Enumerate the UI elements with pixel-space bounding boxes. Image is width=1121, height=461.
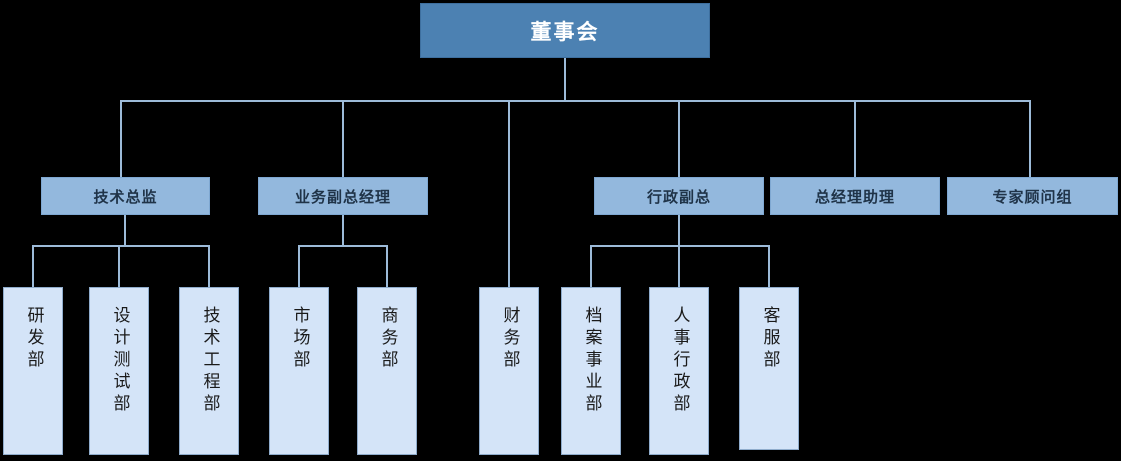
- node-archive-div[interactable]: 档案事业部: [561, 287, 621, 455]
- connector-drop-business-vp: [342, 100, 344, 178]
- connector-level2-bus: [120, 100, 1030, 102]
- connector-drop-market-dept: [298, 245, 300, 288]
- connector-stem-business-vp: [342, 215, 344, 246]
- connector-drop-tech-eng: [208, 245, 210, 288]
- connector-bus-tech-director: [32, 245, 210, 247]
- connector-stem-tech-director: [124, 215, 126, 246]
- node-label-commerce-dept: 商务部: [377, 306, 398, 372]
- connector-root-stem: [564, 58, 566, 102]
- connector-drop-archive-div: [590, 245, 592, 288]
- node-expert-group[interactable]: 专家顾问组: [947, 177, 1118, 215]
- node-hr-admin[interactable]: 人事行政部: [649, 287, 709, 455]
- node-label-customer-svc: 客服部: [759, 306, 780, 372]
- node-label-tech-director: 技术总监: [93, 187, 158, 206]
- node-admin-vp[interactable]: 行政副总: [594, 177, 764, 215]
- connector-bus-business-vp: [298, 245, 388, 247]
- node-label-tech-eng: 技术工程部: [199, 306, 220, 416]
- connector-drop-rd-dept: [32, 245, 34, 288]
- connector-drop-commerce-dept: [386, 245, 388, 288]
- node-finance-dept[interactable]: 财务部: [479, 287, 539, 455]
- connector-drop-gm-assistant: [854, 100, 856, 178]
- node-label-gm-assistant: 总经理助理: [814, 187, 895, 206]
- connector-drop-hr-admin: [678, 245, 680, 288]
- node-board[interactable]: 董事会: [420, 3, 710, 58]
- node-label-hr-admin: 人事行政部: [669, 306, 690, 416]
- node-tech-eng[interactable]: 技术工程部: [179, 287, 239, 455]
- node-tech-director[interactable]: 技术总监: [41, 177, 210, 215]
- node-gm-assistant[interactable]: 总经理助理: [770, 177, 940, 215]
- node-customer-svc[interactable]: 客服部: [739, 287, 799, 450]
- node-market-dept[interactable]: 市场部: [269, 287, 329, 455]
- connector-drop-customer-svc: [768, 245, 770, 288]
- node-design-test[interactable]: 设计测试部: [89, 287, 149, 455]
- node-commerce-dept[interactable]: 商务部: [357, 287, 417, 455]
- connector-stem-admin-vp: [678, 215, 680, 246]
- node-business-vp[interactable]: 业务副总经理: [258, 177, 428, 215]
- node-label-design-test: 设计测试部: [109, 306, 130, 416]
- connector-bus-admin-vp: [590, 245, 770, 247]
- connector-drop-expert-group: [1029, 100, 1031, 178]
- node-label-market-dept: 市场部: [289, 306, 310, 372]
- node-rd-dept[interactable]: 研发部: [3, 287, 63, 455]
- node-label-finance-dept: 财务部: [499, 306, 520, 372]
- node-label-archive-div: 档案事业部: [581, 306, 602, 416]
- connector-drop-tech-director: [120, 100, 122, 178]
- node-label-board: 董事会: [530, 19, 600, 44]
- node-label-rd-dept: 研发部: [23, 306, 44, 372]
- connector-drop-design-test: [118, 245, 120, 288]
- connector-drop-admin-vp: [678, 100, 680, 178]
- node-label-expert-group: 专家顾问组: [992, 187, 1073, 206]
- node-label-business-vp: 业务副总经理: [294, 187, 391, 206]
- node-label-admin-vp: 行政副总: [646, 187, 711, 206]
- connector-drop-finance-dept: [508, 100, 510, 288]
